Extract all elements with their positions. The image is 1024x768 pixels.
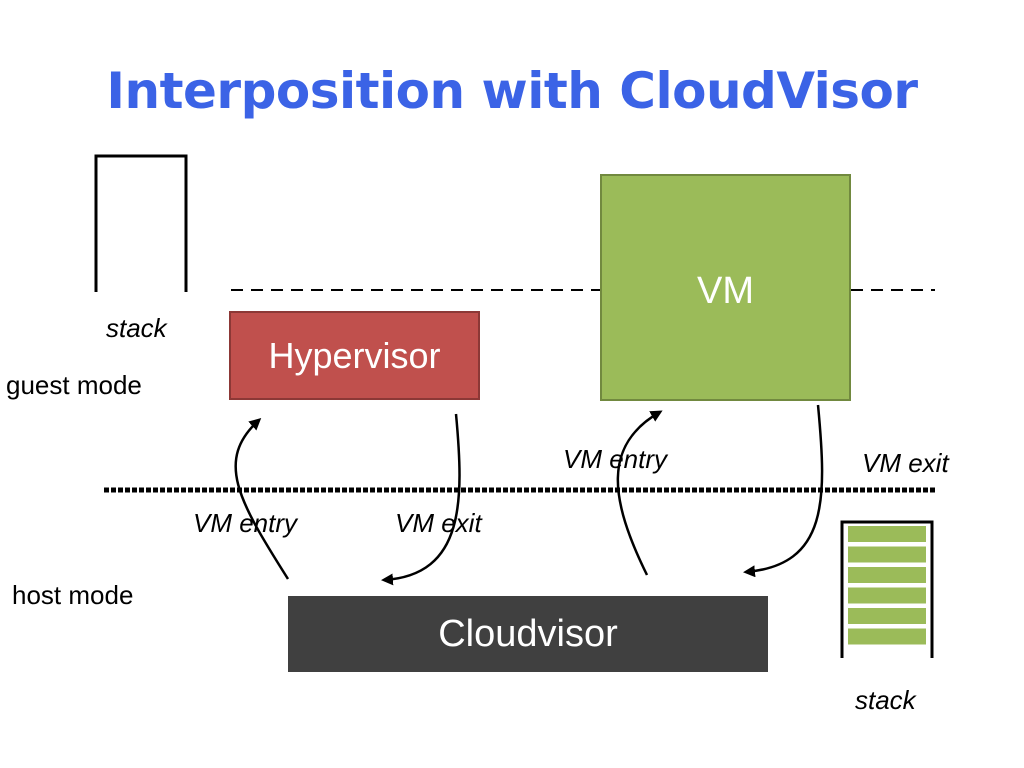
guest-mode-label: guest mode bbox=[6, 370, 142, 400]
cloudvisor-box: Cloudvisor bbox=[288, 596, 768, 672]
arrow-vm-exit-right bbox=[743, 404, 824, 578]
stack-slot bbox=[848, 628, 926, 645]
slide-title: Interposition with CloudVisor bbox=[106, 62, 918, 120]
host-mode-label: host mode bbox=[12, 580, 134, 610]
hypervisor-label: Hypervisor bbox=[268, 334, 441, 376]
empty-stack-outline bbox=[94, 154, 188, 292]
stack-slot bbox=[848, 546, 926, 563]
arrow-vm-entry-right bbox=[616, 410, 663, 576]
cloudvisor-label: Cloudvisor bbox=[438, 612, 618, 655]
stack-slot bbox=[848, 608, 926, 624]
stack-slot bbox=[848, 567, 926, 583]
vm-exit-right-label: VM exit bbox=[862, 448, 949, 478]
stack-top-label: stack bbox=[106, 313, 167, 343]
hypervisor-box: Hypervisor bbox=[229, 311, 480, 400]
arrow-vm-exit-left bbox=[381, 413, 461, 586]
stack-slot bbox=[848, 587, 926, 604]
vm-box: VM bbox=[600, 174, 851, 401]
arrow-vm-entry-left bbox=[234, 417, 290, 580]
stack-bottom-label: stack bbox=[855, 685, 916, 715]
stack-slot bbox=[848, 526, 926, 542]
vm-entry-right-label: VM entry bbox=[563, 444, 668, 474]
vm-exit-left-label: VM exit bbox=[395, 508, 482, 538]
vm-entry-left-label: VM entry bbox=[193, 508, 298, 538]
filled-stack bbox=[840, 520, 934, 658]
vm-label: VM bbox=[697, 270, 754, 312]
